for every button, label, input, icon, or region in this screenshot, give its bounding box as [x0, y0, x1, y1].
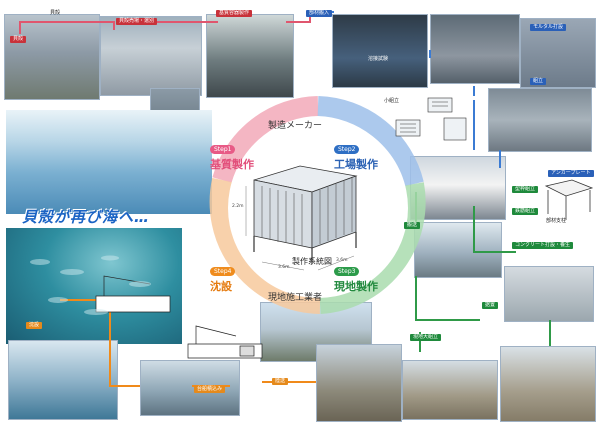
photo-factory-work: [430, 14, 520, 84]
photo-truck-transport: [414, 222, 502, 278]
label-anchor-plate: アンカープレート: [548, 170, 594, 177]
anchor-plate-drawing: [544, 179, 594, 220]
flow-top-red: [19, 12, 311, 34]
small-assembly-drawing: [395, 97, 467, 141]
label-rebar-assembly: 鉄筋組立: [512, 208, 539, 215]
label-assembly: 組立: [530, 78, 547, 85]
label-base-done: 基質容器製作: [216, 10, 253, 17]
frame-drawing: [245, 165, 358, 271]
step2: Step2 工場製作: [334, 136, 378, 172]
step1-tag: Step1: [210, 145, 236, 154]
label-haul: 陸送: [272, 378, 289, 385]
dim-width-right: 3.6m: [336, 258, 348, 263]
step3-tag: Step3: [334, 267, 360, 276]
label-shell: 貝殻: [10, 36, 27, 43]
dim-height: 2.2m: [232, 204, 244, 209]
photo-shell-storage: [100, 16, 202, 96]
label-mortar: モルタル打設: [530, 24, 567, 31]
label-member-support: 部材支柱: [546, 218, 567, 224]
step3-title: 現地製作: [334, 280, 378, 293]
contractor-label: 現地施工業者: [268, 293, 323, 303]
label-site-assembly: 現地大組立: [410, 334, 442, 341]
step2-tag: Step2: [334, 145, 360, 154]
barge-crane-drawing: [95, 275, 263, 359]
photo-concrete: [504, 266, 594, 322]
label-concrete: コンクリート打設・養生: [512, 242, 574, 249]
flow-right-green: [415, 192, 551, 352]
step4-tag: Step4: [210, 267, 236, 276]
photo-base-containers: [206, 14, 294, 98]
photo-assembly: [488, 88, 592, 152]
label-small-assembly: 小組立: [384, 98, 400, 104]
label-sinking: 沈設: [26, 322, 43, 329]
step4: Step4 沈設: [210, 258, 236, 294]
photo-factory-interior: [332, 14, 428, 88]
step1-title: 基質製作: [210, 158, 254, 171]
label-loading: 台船積込み: [194, 386, 226, 393]
label-shell-waste: 貝殻: [50, 10, 61, 16]
step1: Step1 基質製作: [210, 136, 254, 172]
dim-width-left: 3.6m: [278, 265, 290, 270]
photo-sinking-boat: [8, 340, 118, 420]
slogan: 貝殻が再び海へ…: [22, 208, 151, 226]
label-foundation-assembly: 型枠組立: [512, 186, 539, 193]
label-material-in: 部材搬入: [306, 10, 333, 17]
diagram-caption: 製作系統図: [292, 257, 332, 266]
photo-oyster-rafts: [6, 110, 212, 214]
label-install: 据置: [482, 302, 499, 309]
step4-title: 沈設: [210, 280, 232, 293]
step3: Step3 現地製作: [334, 258, 378, 294]
label-crush-wash: 貝殻売場・選別: [116, 18, 158, 25]
label-transport: 搬送: [404, 222, 421, 229]
photo-site-install-3: [500, 346, 596, 422]
photo-site-install-1: [316, 344, 402, 422]
photo-site-install-2: [402, 360, 498, 420]
fish-highlights: [30, 255, 151, 315]
label-welding: 溶接試験: [368, 56, 389, 62]
manufacturer-label: 製造メーカー: [268, 121, 323, 131]
step2-title: 工場製作: [334, 158, 378, 171]
center-ring: [209, 96, 426, 314]
